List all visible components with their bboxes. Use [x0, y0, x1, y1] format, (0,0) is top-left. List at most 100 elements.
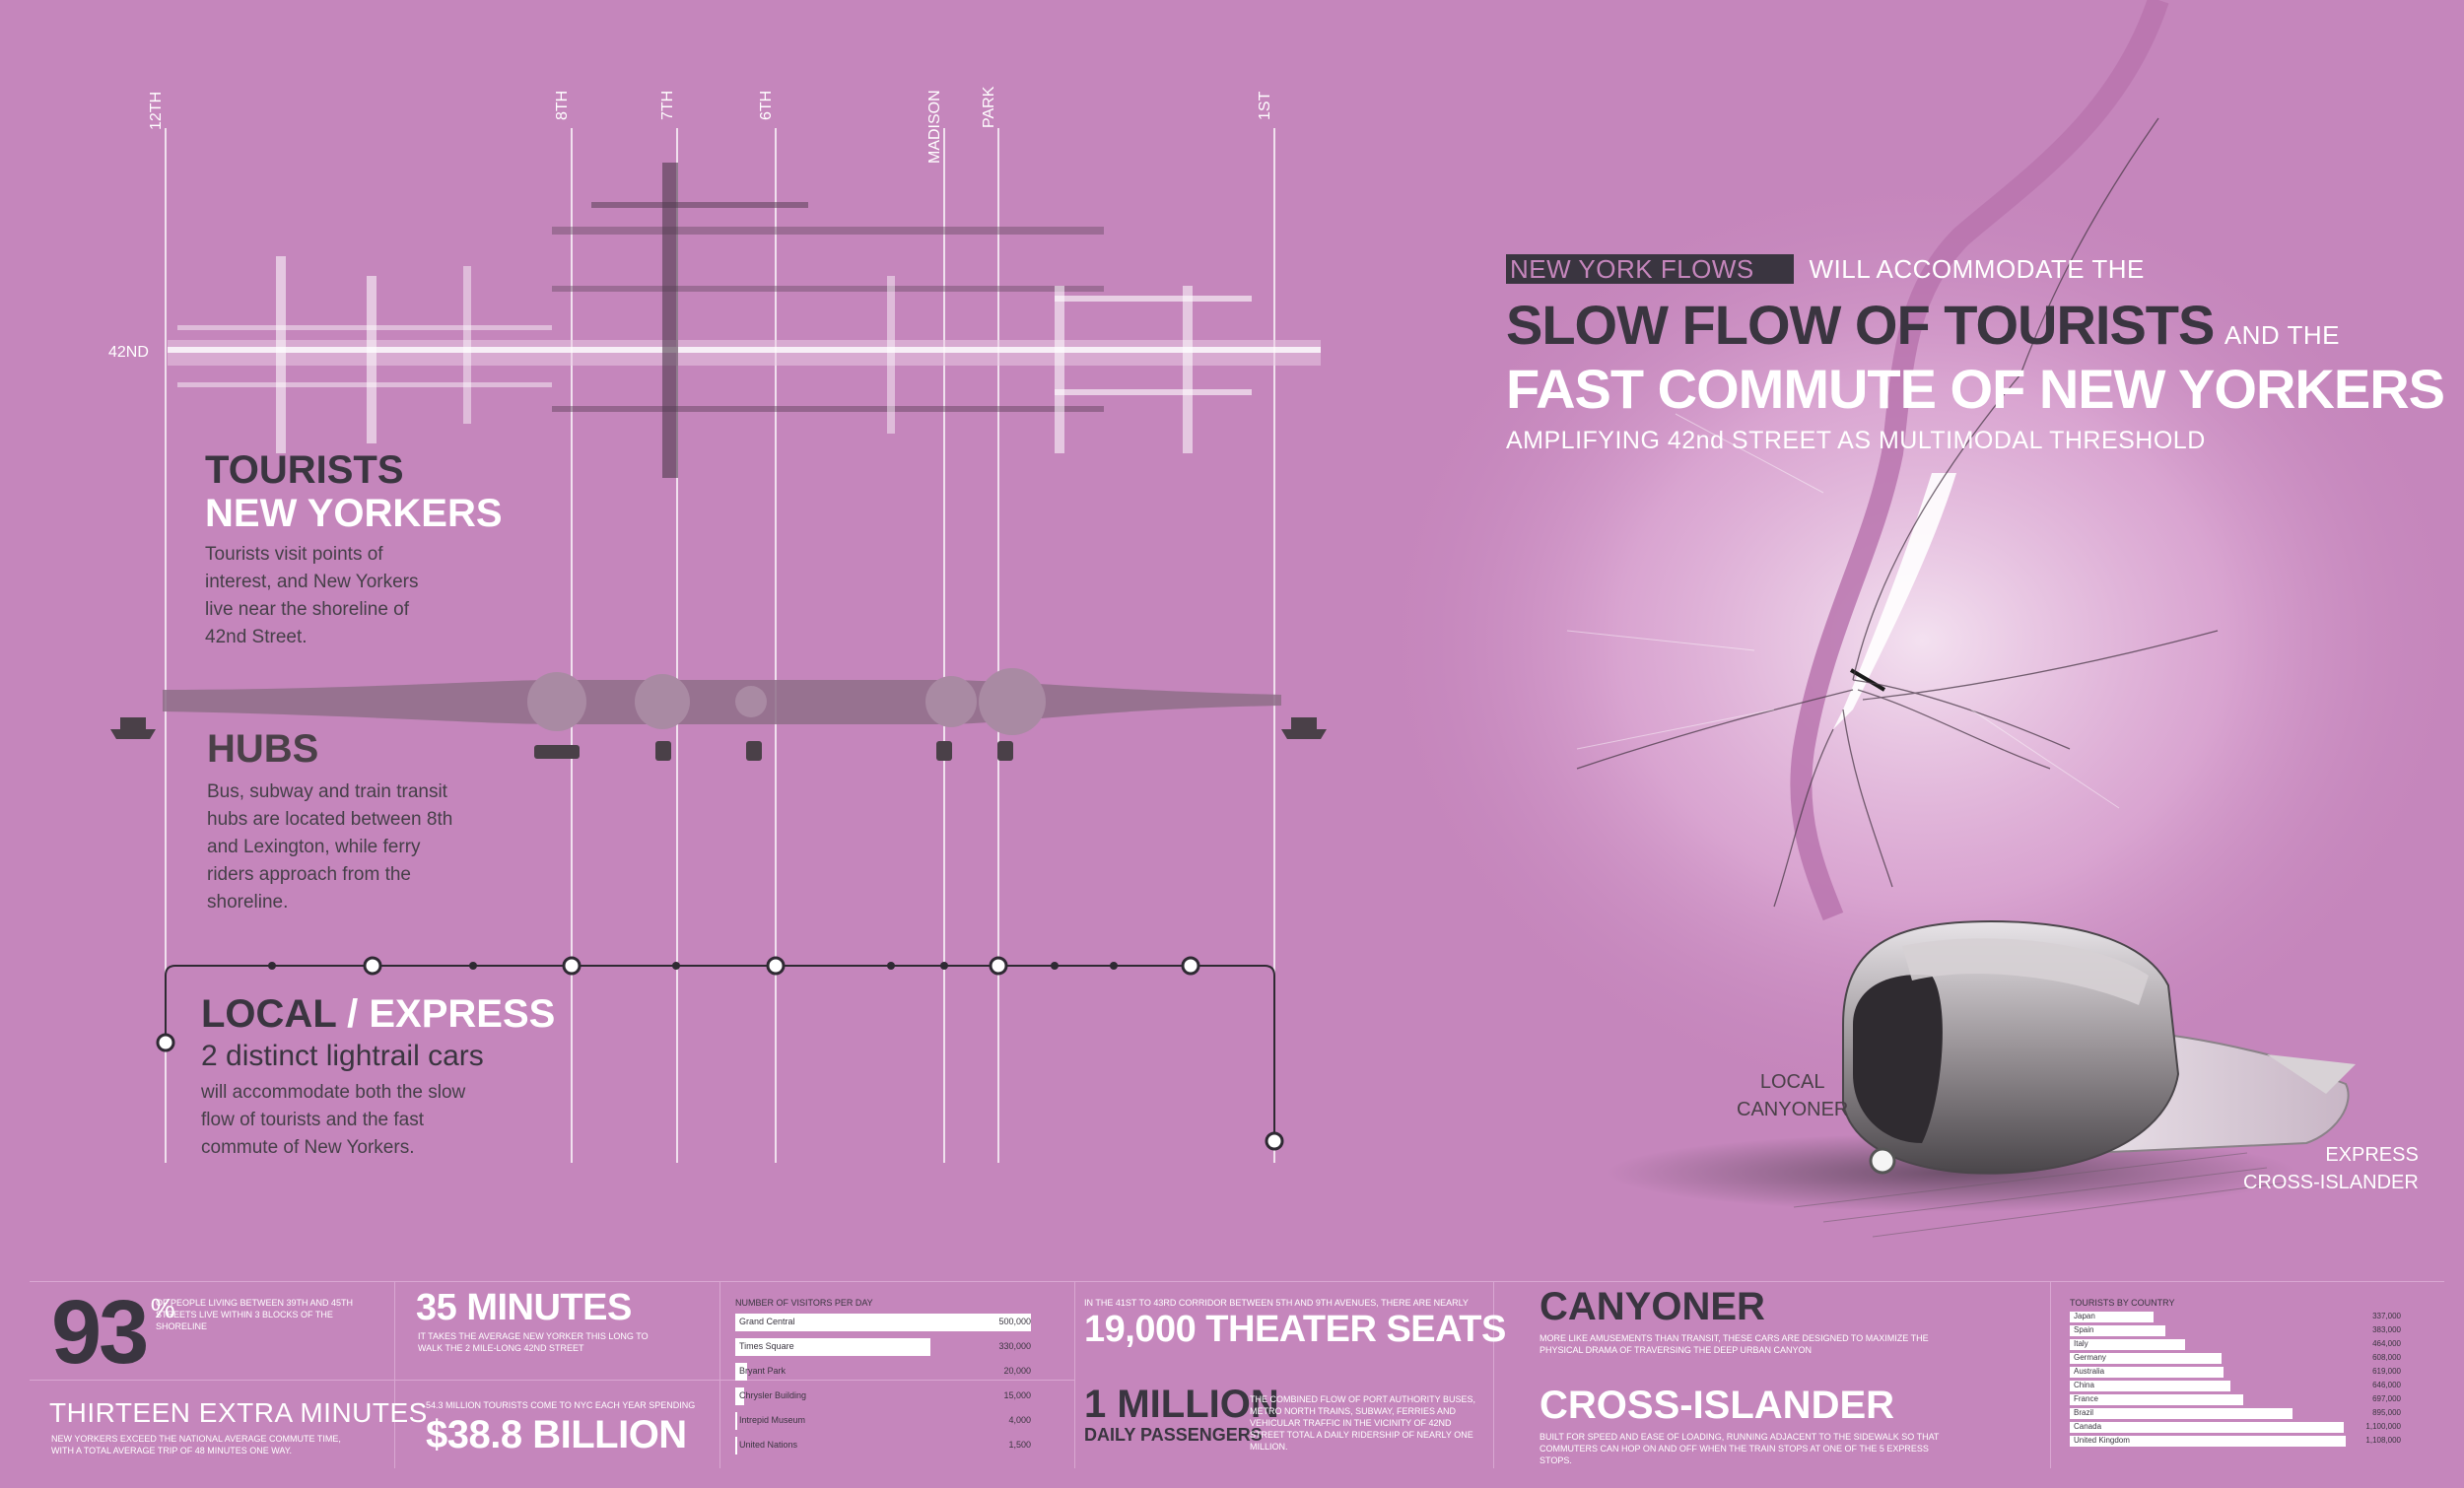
cross-islander-label-text: CROSS-ISLANDER [2243, 1172, 2419, 1193]
country-bar-label: Germany [2074, 1353, 2106, 1362]
pct-value: 93 [51, 1282, 149, 1383]
subway-icon [655, 741, 671, 761]
ferry-icon [110, 717, 1327, 739]
street-label-madison: MADISON [926, 90, 943, 164]
visitors-bar-label: Grand Central [739, 1317, 795, 1326]
million-value: 1 MILLION [1084, 1383, 1279, 1426]
spend-value: $38.8 BILLION [426, 1413, 687, 1456]
minutes-note: IT TAKES THE AVERAGE NEW YORKER THIS LON… [418, 1331, 649, 1353]
country-bar [2070, 1381, 2231, 1391]
million-stat: 1 MILLION DAILY PASSENGERS [1084, 1384, 1279, 1446]
visitors-bar-row: Grand Central 500,000 [735, 1311, 1031, 1332]
street-label-6th: 6TH [758, 90, 775, 120]
country-bar-label: Australia [2074, 1367, 2105, 1376]
lightrail-route [156, 956, 1284, 1151]
million-sub: DAILY PASSENGERS [1084, 1425, 1263, 1445]
street-label-park: PARK [981, 86, 997, 128]
theater-note: IN THE 41ST TO 43RD CORRIDOR BETWEEN 5TH… [1084, 1298, 1469, 1308]
express-label: EXPRESS [369, 992, 556, 1036]
lightrail-train-illustration [1607, 919, 2356, 1238]
country-bar-label: Canada [2074, 1422, 2102, 1431]
divider [2050, 1281, 2051, 1468]
country-bar-value: 697,000 [2372, 1394, 2401, 1403]
minutes-title: 35 MINUTES [416, 1287, 632, 1328]
million-note: THE COMBINED FLOW OF PORT AUTHORITY BUSE… [1250, 1394, 1476, 1452]
country-bar [2070, 1408, 2293, 1419]
headline-line-1-rest: WILL ACCOMMODATE THE [1809, 254, 2145, 284]
express-cross-islander-label: EXPRESS CROSS-ISLANDER [2243, 1141, 2419, 1196]
local-canyoner-label: LOCAL CANYONER [1737, 1068, 1848, 1123]
street-label-8th: 8TH [554, 90, 571, 120]
headline-line-2: SLOW FLOW OF TOURISTS AND THE [1506, 293, 2452, 357]
slash: / [336, 992, 370, 1036]
visitors-bar-value: 15,000 [1003, 1390, 1031, 1400]
amplifying-subheading: AMPLIFYING 42nd STREET AS MULTIMODAL THR… [1506, 427, 2206, 454]
tourists-title: TOURISTS [205, 448, 404, 492]
country-bar [2070, 1312, 2155, 1322]
bottom-rule [30, 1281, 2444, 1282]
headline-line-1: NEW YORK FLOWS WILL ACCOMMODATE THE [1506, 254, 2452, 285]
visitors-bar-label: United Nations [739, 1440, 798, 1450]
canyoner-note: MORE LIKE AMUSEMENTS THAN TRANSIT, THESE… [1540, 1333, 1929, 1355]
pct-symbol: % [150, 1293, 175, 1323]
country-bar [2070, 1422, 2344, 1433]
country-bar-value: 464,000 [2372, 1339, 2401, 1348]
divider [1074, 1281, 1075, 1468]
visitors-bar [735, 1363, 747, 1381]
bus-icon [534, 745, 580, 759]
pct-note: OF PEOPLE LIVING BETWEEN 39th and 45th S… [156, 1298, 354, 1331]
country-bar-value: 619,000 [2372, 1367, 2401, 1376]
country-bar-label: Japan [2074, 1312, 2095, 1320]
country-bar [2070, 1339, 2186, 1350]
visitors-bar-label: Intrepid Museum [739, 1415, 806, 1425]
country-bar-value: 646,000 [2372, 1381, 2401, 1389]
country-bar [2070, 1436, 2346, 1447]
hubs-band [163, 668, 1281, 735]
visitors-bar-value: 1,500 [1008, 1440, 1031, 1450]
street-label-12th: 12TH [148, 91, 165, 130]
visitors-bar [735, 1437, 737, 1454]
country-bar [2070, 1367, 2224, 1378]
street-label-7th: 7TH [659, 90, 676, 120]
visitors-bar-value: 500,000 [998, 1317, 1031, 1326]
visitors-bar-row: United Nations 1,500 [735, 1434, 1031, 1455]
visitors-bar-value: 20,000 [1003, 1366, 1031, 1376]
theater-value: 19,000 THEATER SEATS [1084, 1309, 1506, 1350]
local-express-title: LOCAL / EXPRESS [201, 992, 556, 1036]
local-express-section: LOCAL / EXPRESS 2 distinct lightrail car… [201, 992, 556, 1162]
country-bar-label: France [2074, 1394, 2098, 1403]
country-bar-row: United Kingdom 1,108,000 [2070, 1435, 2401, 1449]
extra-minutes-note: NEW YORKERS EXCEED THE NATIONAL AVERAGE … [51, 1434, 341, 1455]
country-bar-label: Brazil [2074, 1408, 2094, 1417]
country-bar-row: France 697,000 [2070, 1393, 2401, 1407]
country-bar-value: 1,108,000 [2365, 1436, 2401, 1445]
hubs-section: HUBS Bus, subway and train transit hubs … [207, 727, 522, 916]
country-bar [2070, 1325, 2165, 1336]
country-bar [2070, 1353, 2222, 1364]
divider [719, 1281, 720, 1468]
country-bar-label: Spain [2074, 1325, 2094, 1334]
tourists-body: Tourists visit points of interest, and N… [205, 544, 419, 647]
country-title: TOURISTS BY COUNTRY [2070, 1298, 2175, 1308]
slow-flow-heading: SLOW FLOW OF TOURISTS [1506, 294, 2215, 356]
visitors-title: NUMBER OF VISITORS PER DAY [735, 1298, 873, 1308]
country-bar-label: United Kingdom [2074, 1436, 2130, 1445]
spend-note: 54.3 MILLION TOURISTS COME TO NYC EACH Y… [426, 1400, 696, 1410]
country-bar-label: China [2074, 1381, 2094, 1389]
visitors-bar [735, 1338, 930, 1356]
divider [30, 1380, 1074, 1381]
country-bar-row: China 646,000 [2070, 1380, 2401, 1393]
country-bar-value: 383,000 [2372, 1325, 2401, 1334]
subway-icon [746, 741, 762, 761]
country-bar-row: Spain 383,000 [2070, 1324, 2401, 1338]
cross-islander-note: BUILT FOR SPEED AND EASE OF LOADING, RUN… [1540, 1432, 1940, 1465]
canyoner-title: CANYONER [1540, 1285, 1765, 1328]
transit-hub-icons [534, 741, 1013, 761]
